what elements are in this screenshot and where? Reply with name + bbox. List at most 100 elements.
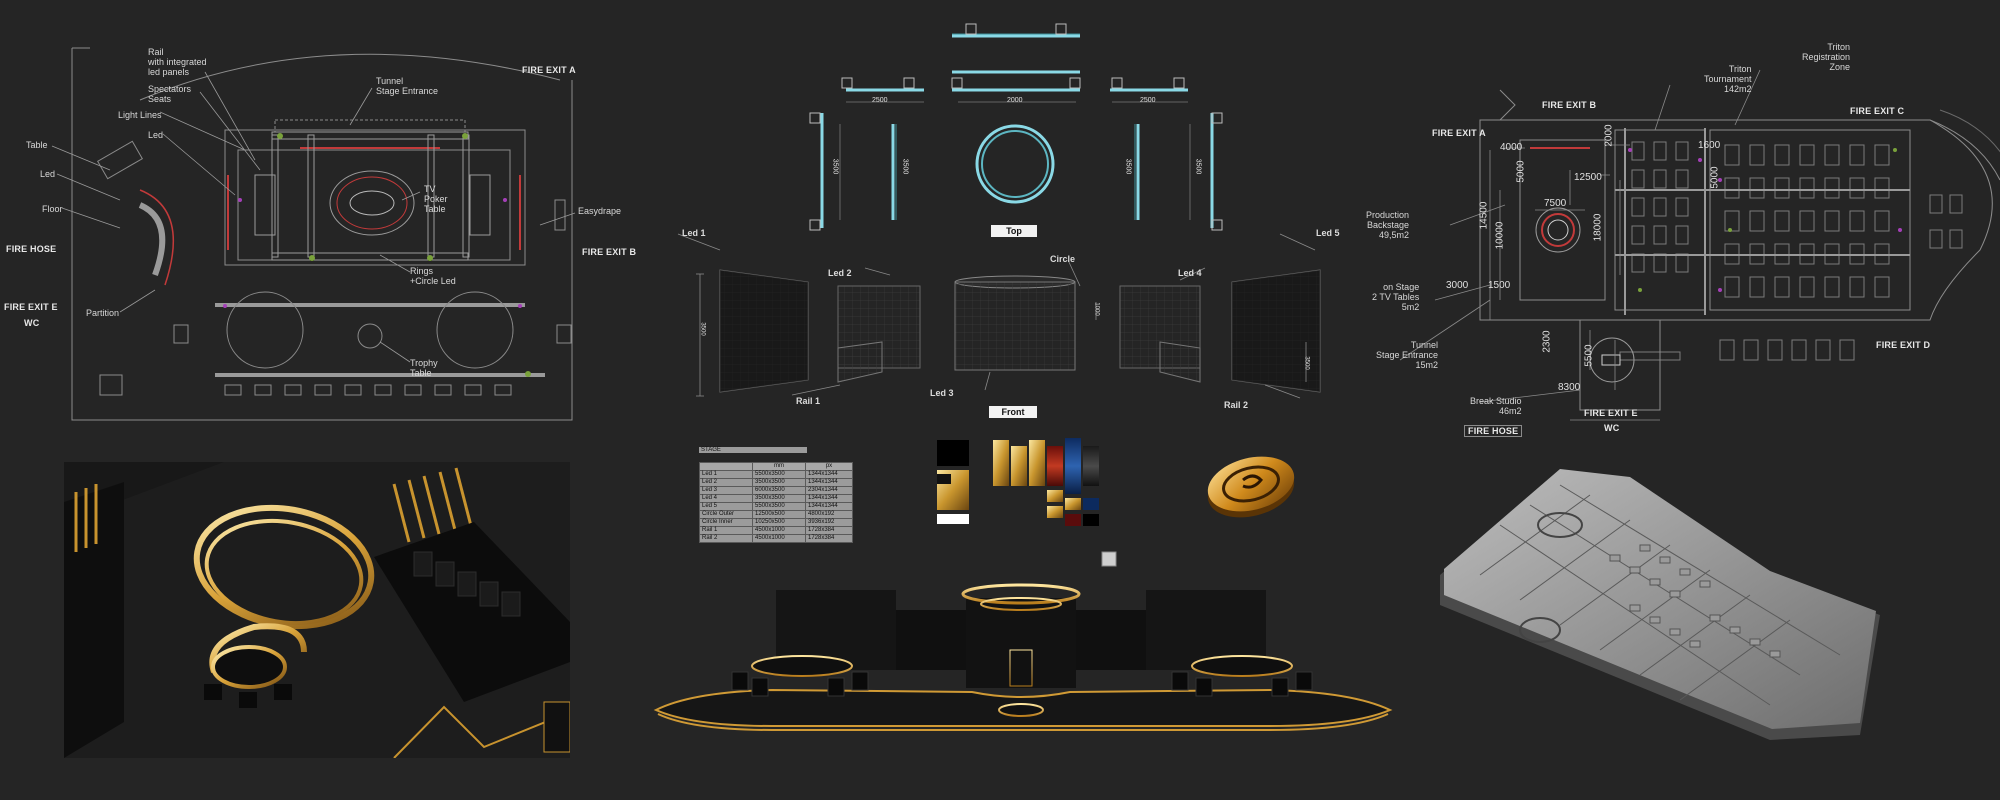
label-rings: Rings +Circle Led [410, 266, 456, 286]
venue-isometric-model [1440, 465, 1880, 740]
stage-render-perspective [64, 462, 570, 758]
dim-7500: 7500 [1544, 198, 1567, 209]
fire-hose-label: FIRE HOSE [6, 244, 57, 254]
fp-fire-exit-c: FIRE EXIT C [1850, 106, 1905, 116]
spec-table-cell: 4500x1000 [752, 526, 806, 535]
dim-side-2: 3500 [901, 158, 909, 175]
spec-table-cell: 1344x1344 [805, 494, 853, 503]
stage-render-front [652, 580, 1394, 736]
label-partition: Partition [86, 308, 120, 318]
dim-top-right: 2500 [1140, 97, 1156, 104]
render-perspective-image [64, 462, 570, 758]
dim-1600: 1600 [1698, 140, 1721, 151]
label-spectators-seats: Spectators Seats [148, 84, 192, 104]
label-led-5: Led 5 [1316, 228, 1340, 238]
spec-table-cell: 1728x384 [805, 534, 853, 543]
label-light-lines: Light Lines [118, 110, 162, 120]
spec-table-header: mm px [699, 462, 853, 471]
label-easydrape: Easydrape [578, 206, 622, 216]
label-led-4: Led 4 [1178, 268, 1202, 278]
spec-table-cell: Circle Outer [699, 510, 753, 519]
spec-header-cell [699, 462, 753, 471]
spec-table-cell: Led 2 [699, 478, 753, 487]
spec-table-cell: 3500x3500 [752, 478, 806, 487]
label-led-3: Led 3 [930, 388, 954, 398]
dim-8300: 8300 [1558, 382, 1581, 393]
fire-exit-b-label: FIRE EXIT B [582, 247, 637, 257]
dim-5000-left: 5000 [1515, 160, 1527, 183]
dim-led5-height: 3500 [1303, 356, 1310, 370]
label-triton-tournament: Triton Tournament 142m2 [1704, 64, 1752, 94]
spec-table-cell: 4500x1000 [752, 534, 806, 543]
stage-top-elevation: 2500 2000 2500 3500 3500 3500 3500 Top [660, 0, 1340, 245]
dim-2000: 2000 [1603, 124, 1615, 147]
dim-2300: 2300 [1541, 330, 1553, 353]
spec-header-cell: px [805, 462, 853, 471]
dim-3000: 3000 [1446, 280, 1469, 291]
poker-chip-render [1205, 450, 1301, 524]
label-tunnel-entrance: Tunnel Stage Entrance [376, 76, 439, 96]
label-table: Table [26, 140, 48, 150]
wc-label: WC [24, 318, 40, 328]
venue-cad-plan: Rail with integrated led panels Spectato… [0, 0, 640, 440]
front-view-tag: Front [989, 406, 1037, 418]
label-tv-poker-table: TV Poker Table [424, 184, 448, 214]
spec-header-cell: mm [752, 462, 806, 471]
label-triton-registration: Triton Registration Zone [1802, 42, 1851, 72]
dim-4000: 4000 [1500, 142, 1523, 153]
fp-fire-exit-b: FIRE EXIT B [1542, 100, 1597, 110]
dim-circle-height: 1000 [1093, 302, 1100, 316]
label-led-left: Led [40, 169, 56, 179]
label-floor: Floor [42, 204, 63, 214]
stage-front-elevation: Led 1 Led 2 Circle Led 4 Led 5 Led 3 Rai… [660, 220, 1340, 420]
poker-chip-image [1207, 456, 1295, 518]
dim-18000: 18000 [1592, 213, 1604, 242]
venue-floor-plan: Triton Registration Zone Triton Tourname… [1340, 30, 2000, 440]
spec-table-cell: Led 4 [699, 494, 753, 503]
label-led-2: Led 2 [828, 268, 852, 278]
spec-table-cell: 12500x500 [752, 510, 806, 519]
top-elevation-drawing [809, 23, 1223, 231]
isometric-model-image [1440, 469, 1880, 740]
floor-plan-drawing [1399, 69, 2000, 421]
spec-table-cell: 3500x3500 [752, 494, 806, 503]
dim-10000: 10000 [1494, 221, 1506, 250]
label-rail: Rail with integrated led panels [148, 47, 207, 77]
swatch-board [937, 438, 1117, 567]
label-tunnel-stage: Tunnel Stage Entrance 15m2 [1376, 340, 1439, 370]
dim-12500: 12500 [1574, 172, 1602, 183]
dim-side-1: 3500 [831, 158, 839, 175]
material-swatches [935, 438, 1125, 578]
dim-led1-height: 3500 [699, 322, 706, 336]
label-led-1: Led 1 [682, 228, 706, 238]
spec-table-cell: 10250x500 [752, 518, 806, 527]
spec-table-cell: Led 3 [699, 486, 753, 495]
label-led: Led [148, 130, 164, 140]
spec-table-cell: 5500x3500 [752, 470, 806, 479]
spec-table-cell: Led 1 [699, 470, 753, 479]
fire-exit-e-label: FIRE EXIT E [4, 302, 58, 312]
fp-fire-exit-e: FIRE EXIT E [1584, 408, 1638, 418]
front-elevation-drawing [677, 233, 1321, 399]
label-production-backstage: Production Backstage 49,5m2 [1366, 210, 1410, 240]
label-break-studio: Break Studio 46m2 [1470, 396, 1522, 416]
spec-table-cell: 6000x3500 [752, 486, 806, 495]
dim-14500: 14500 [1478, 201, 1490, 230]
label-rail-1: Rail 1 [796, 396, 821, 406]
label-rail-2: Rail 2 [1224, 400, 1249, 410]
fp-fire-hose: FIRE HOSE [1464, 425, 1523, 437]
spec-table-cell: 4800x192 [805, 510, 853, 519]
spec-table-cell: Circle Inner [699, 518, 753, 527]
dim-1500: 1500 [1488, 280, 1511, 291]
dim-top-left: 2500 [872, 97, 888, 104]
spec-table-cell: 1728x384 [805, 526, 853, 535]
fp-wc: WC [1604, 423, 1620, 433]
